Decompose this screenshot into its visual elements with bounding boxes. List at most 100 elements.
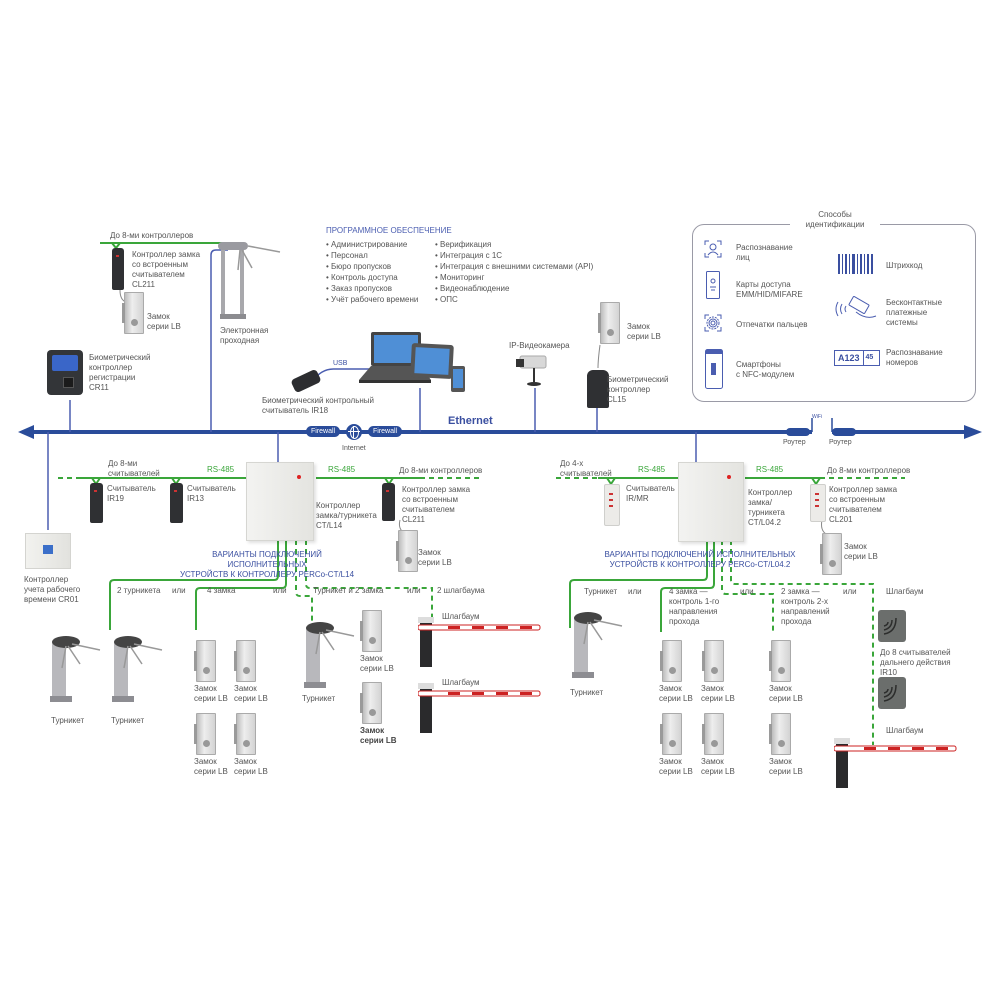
cr11-device: [47, 350, 83, 395]
lock-label: Замок серии LB: [234, 684, 268, 703]
ctl14-controller: [246, 462, 314, 541]
software-item: • Учёт рабочего времени: [326, 295, 419, 304]
lock-label: Замок серии LB: [769, 684, 803, 703]
lock-label: Замок серии LB: [194, 757, 228, 776]
turnstile-label: Турникет: [111, 716, 145, 725]
workstation-devices: [359, 332, 465, 392]
irmr-label: Считыватель IR/MR: [626, 484, 675, 503]
lock-device: [194, 640, 216, 682]
turnstile-device: [572, 612, 623, 678]
lock-cl15-label: Замок серии LB: [627, 322, 661, 341]
ir13-device: [170, 483, 183, 523]
lock-left-device: [396, 530, 418, 572]
turnstile-label: Турникет: [302, 694, 336, 703]
lock-device: [360, 610, 382, 652]
router-left-label: Роутер: [783, 439, 806, 446]
barrier-label: Шлагбаум: [442, 612, 480, 621]
software-title: ПРОГРАММНОЕ ОБЕСПЕЧЕНИЕ: [326, 226, 452, 235]
ip-camera-device: [516, 355, 547, 386]
or-label: или: [628, 587, 642, 596]
lock-right-label: Замок серии LB: [844, 542, 878, 561]
turnstile-device: [50, 636, 101, 702]
lock-right-device: [820, 533, 842, 575]
lock-device: [234, 713, 256, 755]
turnstile-device: [304, 622, 355, 688]
smartphone-nfc-icon: [705, 349, 723, 389]
up-to-8-readers-label: До 8-ми считывателей: [108, 459, 160, 478]
barrier-label: Шлагбаум: [886, 726, 924, 735]
access-card-icon: [706, 271, 720, 299]
cl201-device: [810, 484, 826, 522]
ctl14-label: Контроллер замка/турникета CT/L14: [316, 501, 377, 530]
lock-device: [702, 713, 724, 755]
firewall-left: Firewall: [306, 426, 341, 437]
barrier-device: [418, 683, 541, 733]
contactless-payment-icon: [835, 296, 877, 318]
or-label: или: [172, 586, 186, 595]
lock-device: [360, 682, 382, 724]
opt-turnstile: Турникет: [584, 587, 618, 596]
cr11-label: Биометрический контроллер регистрации CR…: [89, 353, 151, 392]
top-up-to-8-controllers: До 8-ми контроллеров: [110, 231, 194, 240]
identification-title: Способы идентификации: [790, 210, 880, 230]
lock-label: Замок серии LB: [769, 757, 803, 776]
id-label-plates: Распознавание номеров: [886, 348, 943, 367]
ir10-label: До 8 считывателей дальнего действия IR10: [880, 648, 951, 677]
opt-2-barriers: 2 шлагбаума: [437, 586, 485, 595]
lock-label: Замок серии LB: [194, 684, 228, 703]
cl211-top-device: [112, 248, 124, 290]
lock-label: Замок серии LB: [360, 654, 394, 673]
electronic-gate-label: Электронная проходная: [220, 326, 269, 345]
router-left-shape: [786, 428, 810, 436]
right-variants-title: ВАРИАНТЫ ПОДКЛЮЧЕНИЙ ИСПОЛНИТЕЛЬНЫХ УСТР…: [604, 550, 796, 569]
lock-device: [702, 640, 724, 682]
cr01-device: [25, 533, 71, 569]
software-item: • Интеграция с 1С: [435, 251, 503, 260]
cl15-label: Биометрический контроллер CL15: [607, 375, 669, 404]
id-label-barcode: Штрихкод: [886, 261, 923, 270]
plate-region: 45: [862, 351, 876, 365]
lock-device: [660, 713, 682, 755]
id-label-smartphone: Смартфоны с NFC-модулем: [736, 360, 795, 379]
ir13-label: Считыватель IR13: [187, 484, 236, 503]
barrier-device: [834, 738, 957, 788]
software-item: • Контроль доступа: [326, 273, 398, 282]
router-right-label: Роутер: [829, 439, 852, 446]
firewall-right: Firewall: [368, 426, 403, 437]
lock-label: Замок серии LB: [659, 757, 693, 776]
ethernet-arrow-left: [18, 425, 34, 439]
turnstile-label: Турникет: [51, 716, 85, 725]
or-label: или: [407, 586, 421, 595]
plate-number: A123: [838, 353, 860, 363]
electronic-gate-turnstile: [218, 242, 281, 319]
ethernet-label: Ethernet: [448, 415, 493, 427]
lock-label: Замок серии LB: [234, 757, 268, 776]
laptop-icon: [359, 380, 431, 383]
ir18-label: Биометрический контрольный считыватель I…: [262, 396, 375, 415]
cl211-device: [382, 483, 395, 521]
software-item: • ОПС: [435, 295, 458, 304]
opt-barrier: Шлагбаум: [886, 587, 924, 596]
lock-label: Замок серии LB: [659, 684, 693, 703]
opt-turnstile-2-locks: Турникет и 2 замка: [313, 586, 384, 595]
software-item: • Мониторинг: [435, 273, 485, 282]
usb-label: USB: [333, 360, 348, 367]
irmr-device: [604, 484, 620, 526]
ctl042-controller: [678, 462, 744, 542]
ir19-device: [90, 483, 103, 523]
turnstile-device: [112, 636, 163, 702]
id-label-card: Карты доступа EMM/HID/MIFARE: [736, 280, 803, 299]
lock-left-label: Замок серии LB: [418, 548, 452, 567]
barcode-icon: [838, 254, 873, 274]
ethernet-arrow-right: [964, 425, 982, 439]
up-to-4-readers-label: До 4-х считывателей: [560, 459, 612, 478]
software-item: • Бюро пропусков: [326, 262, 392, 271]
wifi-icon: WiFi: [812, 414, 822, 420]
rs485-left-b: RS-485: [328, 465, 356, 474]
lock-top-device: [122, 292, 144, 334]
cl15-device: [587, 370, 609, 408]
cl201-label: Контроллер замка со встроенным считывате…: [829, 485, 898, 524]
ir10-reader-device: [878, 677, 906, 709]
router-right-shape: [832, 428, 856, 436]
id-label-face: Распознавание лиц: [736, 243, 793, 262]
